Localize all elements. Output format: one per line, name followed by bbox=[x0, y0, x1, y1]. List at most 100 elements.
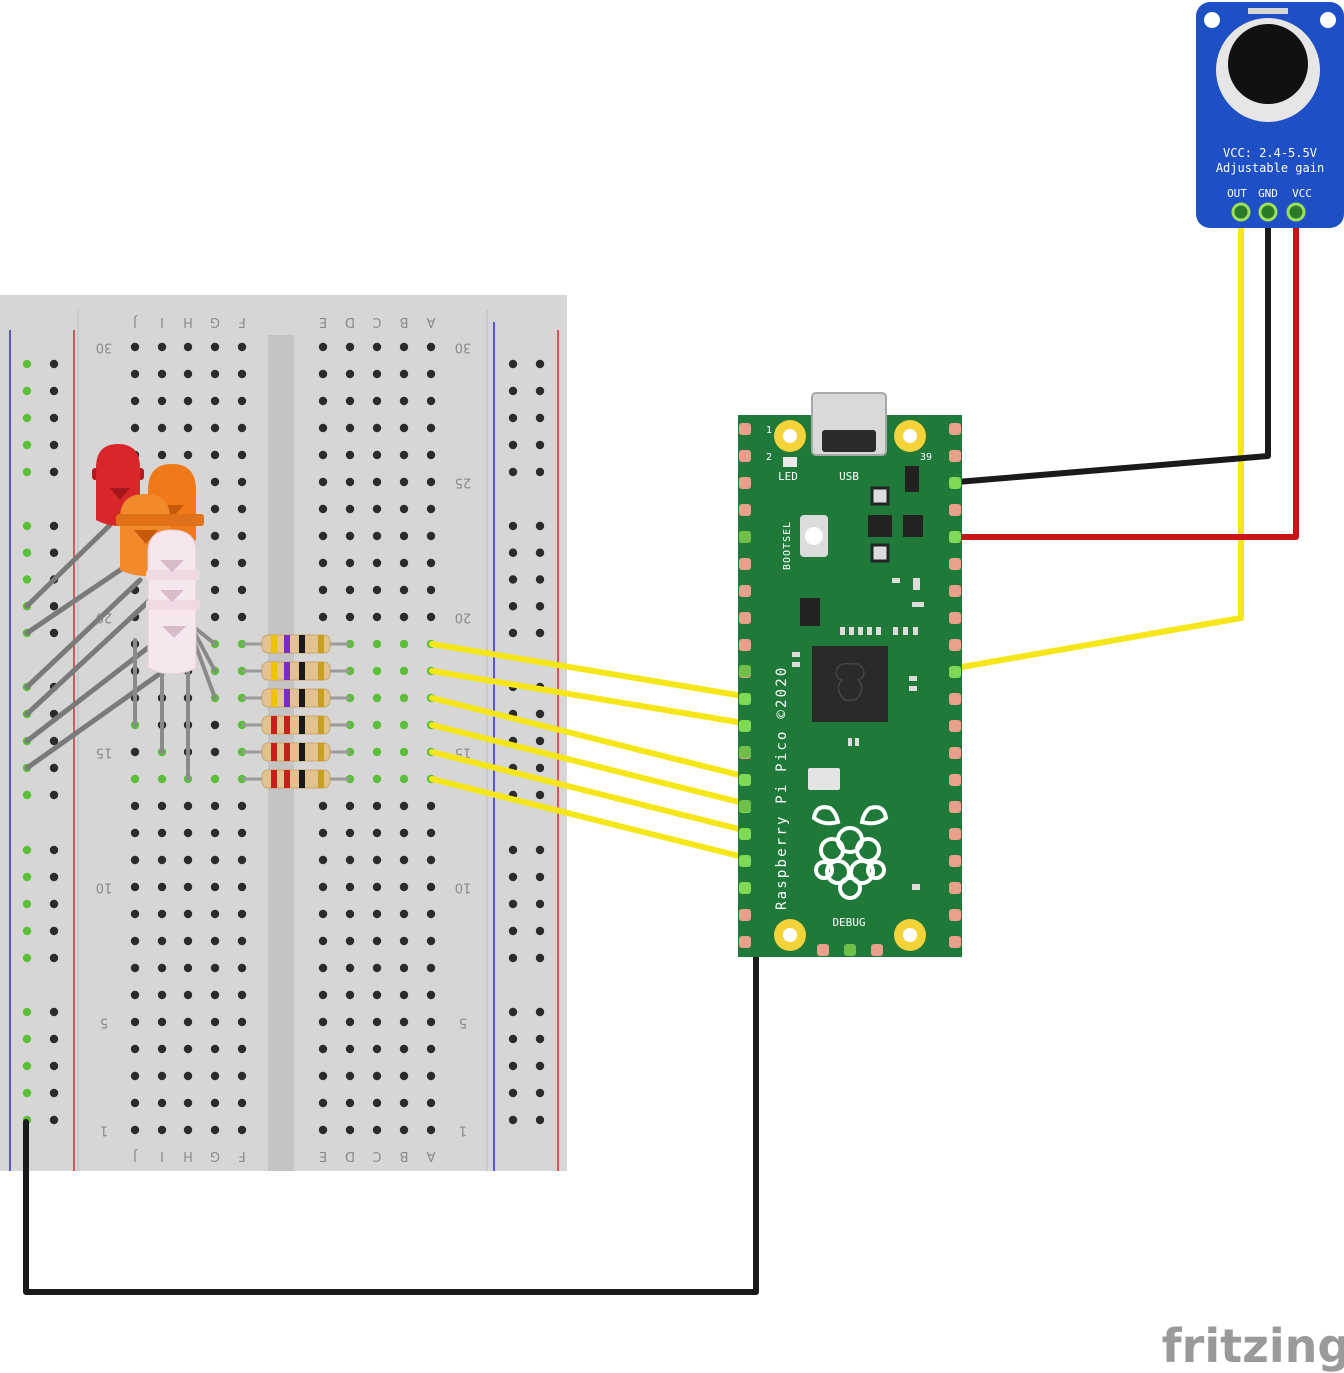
breadboard-hole[interactable] bbox=[345, 396, 355, 406]
breadboard-hole[interactable] bbox=[345, 612, 355, 622]
breadboard-hole[interactable] bbox=[399, 1017, 409, 1027]
breadboard-hole[interactable] bbox=[399, 1125, 409, 1135]
breadboard-hole[interactable] bbox=[157, 1098, 167, 1108]
breadboard-hole[interactable] bbox=[157, 369, 167, 379]
breadboard-hole[interactable] bbox=[318, 423, 328, 433]
breadboard-hole[interactable] bbox=[372, 1044, 382, 1054]
rail-hole[interactable] bbox=[49, 899, 59, 909]
rail-hole[interactable] bbox=[535, 872, 545, 882]
breadboard-hole[interactable] bbox=[345, 828, 355, 838]
breadboard-hole[interactable] bbox=[157, 1125, 167, 1135]
rail-hole[interactable] bbox=[49, 763, 59, 773]
breadboard-hole[interactable] bbox=[237, 909, 247, 919]
rail-hole[interactable] bbox=[508, 548, 518, 557]
breadboard-hole[interactable] bbox=[372, 450, 382, 460]
breadboard-hole[interactable] bbox=[426, 990, 436, 1000]
breadboard-hole[interactable] bbox=[210, 882, 220, 892]
breadboard-hole[interactable] bbox=[426, 477, 436, 487]
breadboard-hole[interactable] bbox=[183, 1044, 193, 1054]
breadboard-hole[interactable] bbox=[426, 531, 436, 541]
rail-hole[interactable] bbox=[49, 413, 59, 423]
breadboard-hole[interactable] bbox=[372, 369, 382, 379]
rail-hole[interactable] bbox=[508, 953, 518, 963]
breadboard-hole[interactable] bbox=[237, 1017, 247, 1027]
breadboard-hole[interactable] bbox=[345, 1125, 355, 1135]
breadboard-hole[interactable] bbox=[399, 450, 409, 460]
pico-pin-left[interactable] bbox=[739, 612, 751, 624]
breadboard-hole[interactable] bbox=[210, 1098, 220, 1108]
breadboard-hole[interactable] bbox=[345, 504, 355, 514]
rail-hole[interactable] bbox=[508, 575, 518, 584]
breadboard-hole[interactable] bbox=[345, 450, 355, 460]
breadboard-hole[interactable] bbox=[372, 1017, 382, 1027]
breadboard-hole[interactable] bbox=[426, 963, 436, 973]
breadboard-hole[interactable] bbox=[237, 423, 247, 433]
rail-hole[interactable] bbox=[22, 899, 32, 909]
rail-hole[interactable] bbox=[49, 1007, 59, 1017]
rail-hole[interactable] bbox=[22, 413, 32, 423]
breadboard-hole[interactable] bbox=[426, 801, 436, 811]
breadboard-hole[interactable] bbox=[399, 1071, 409, 1081]
pico-pin-left[interactable] bbox=[739, 423, 751, 435]
rail-hole[interactable] bbox=[535, 1034, 545, 1044]
breadboard-hole[interactable] bbox=[426, 1071, 436, 1081]
breadboard-hole[interactable] bbox=[157, 936, 167, 946]
breadboard-hole[interactable] bbox=[210, 936, 220, 946]
pico-pin-left[interactable] bbox=[739, 693, 751, 705]
rail-hole[interactable] bbox=[535, 1088, 545, 1098]
breadboard-hole[interactable] bbox=[183, 423, 193, 433]
breadboard-hole[interactable] bbox=[318, 558, 328, 568]
pico-pin-right[interactable] bbox=[949, 693, 961, 705]
breadboard-hole[interactable] bbox=[318, 1071, 328, 1081]
rail-hole[interactable] bbox=[535, 736, 545, 746]
pico-pin-left[interactable] bbox=[739, 936, 751, 948]
breadboard-hole[interactable] bbox=[130, 342, 140, 352]
breadboard-hole[interactable] bbox=[399, 828, 409, 838]
pico-pin-right[interactable] bbox=[949, 450, 961, 462]
pico-pin-right[interactable] bbox=[949, 585, 961, 597]
rail-hole[interactable] bbox=[535, 440, 545, 450]
breadboard-hole[interactable] bbox=[318, 1044, 328, 1054]
breadboard-hole[interactable] bbox=[183, 396, 193, 406]
breadboard-hole[interactable] bbox=[426, 1125, 436, 1135]
breadboard-hole[interactable] bbox=[426, 612, 436, 622]
breadboard-hole[interactable] bbox=[210, 558, 220, 568]
breadboard-hole[interactable] bbox=[237, 936, 247, 946]
mic-pin-gnd[interactable] bbox=[1258, 202, 1278, 222]
breadboard-hole[interactable] bbox=[130, 963, 140, 973]
rail-hole[interactable] bbox=[49, 845, 59, 855]
breadboard-hole[interactable] bbox=[318, 909, 328, 919]
breadboard-hole[interactable] bbox=[183, 936, 193, 946]
breadboard-hole[interactable] bbox=[237, 396, 247, 406]
breadboard-hole[interactable] bbox=[237, 342, 247, 352]
rail-hole[interactable] bbox=[535, 899, 545, 909]
breadboard-hole[interactable] bbox=[130, 990, 140, 1000]
breadboard-hole[interactable] bbox=[130, 1098, 140, 1108]
breadboard-hole[interactable] bbox=[210, 909, 220, 919]
breadboard-hole[interactable] bbox=[237, 1125, 247, 1135]
breadboard-hole[interactable] bbox=[210, 963, 220, 973]
breadboard-hole[interactable] bbox=[399, 1044, 409, 1054]
rail-hole[interactable] bbox=[508, 1115, 518, 1125]
breadboard-hole[interactable] bbox=[399, 369, 409, 379]
breadboard-hole[interactable] bbox=[130, 882, 140, 892]
rail-hole[interactable] bbox=[508, 467, 518, 477]
breadboard-hole[interactable] bbox=[183, 1071, 193, 1081]
breadboard-hole[interactable] bbox=[318, 477, 328, 487]
mic-pin-out[interactable] bbox=[1231, 202, 1251, 222]
breadboard-hole[interactable] bbox=[399, 1098, 409, 1108]
breadboard-hole[interactable] bbox=[399, 612, 409, 622]
breadboard-hole[interactable] bbox=[318, 342, 328, 352]
breadboard-hole[interactable] bbox=[399, 774, 409, 784]
breadboard-hole[interactable] bbox=[210, 531, 220, 541]
breadboard-hole[interactable] bbox=[183, 1017, 193, 1027]
breadboard-hole[interactable] bbox=[318, 828, 328, 838]
pico-pin-right[interactable] bbox=[949, 423, 961, 435]
breadboard-hole[interactable] bbox=[372, 504, 382, 514]
pico-pin-right[interactable] bbox=[949, 531, 961, 543]
breadboard-hole[interactable] bbox=[130, 828, 140, 838]
pico-pin-gnd[interactable] bbox=[739, 800, 751, 812]
pico-pin-left[interactable] bbox=[739, 450, 751, 462]
resistor[interactable] bbox=[242, 715, 350, 735]
breadboard-hole[interactable] bbox=[237, 801, 247, 811]
